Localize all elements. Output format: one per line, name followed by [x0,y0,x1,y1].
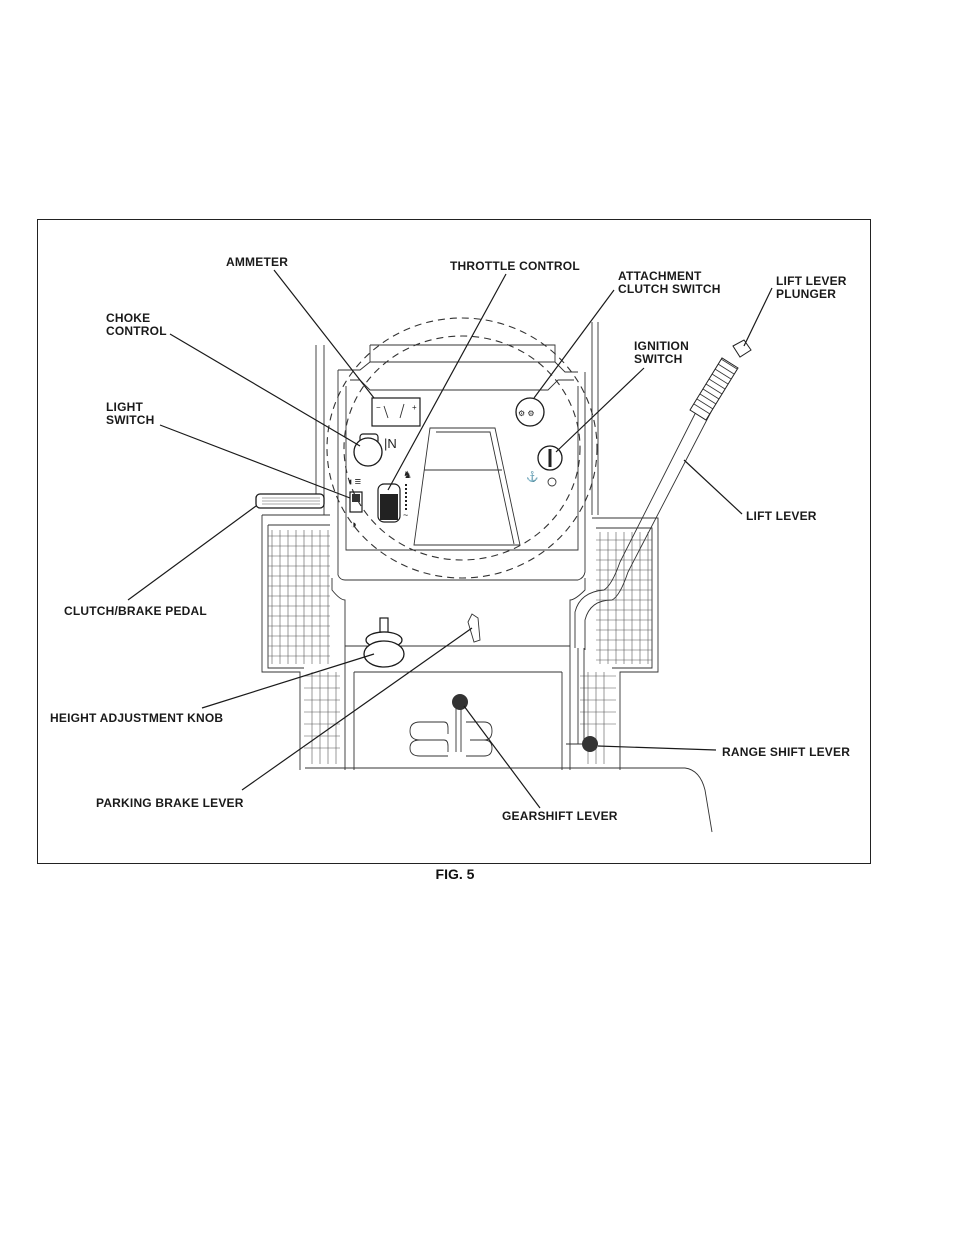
label-choke-control-line2: CONTROL [106,324,167,338]
label-height-adjustment-knob: HEIGHT ADJUSTMENT KNOB [50,711,223,725]
figure-caption-text: FIG. 5 [436,866,475,882]
label-attachment-clutch-switch-line2: CLUTCH SWITCH [618,282,721,296]
label-choke-control-line1: CHOKE [106,311,150,325]
label-ignition-switch-line1: IGNITION [634,339,689,353]
label-light-switch-line1: LIGHT [106,400,143,414]
label-ignition-switch-line2: SWITCH [634,352,683,366]
label-attachment-clutch-switch-line1: ATTACHMENT [618,269,702,283]
svg-text:♞: ♞ [403,470,412,481]
callout-labels: AMMETER THROTTLE CONTROL ATTACHMENT CLUT… [50,255,850,823]
svg-text:−: − [376,403,381,412]
label-light-switch-line2: SWITCH [106,413,155,427]
svg-text:◑: ◑ [350,519,357,531]
label-gearshift-lever: GEARSHIFT LEVER [502,809,618,823]
lift-lever [575,340,751,744]
gearshift-lever-assembly [410,694,492,756]
tractor-body [305,322,712,832]
svg-text:~: ~ [403,510,408,520]
label-lift-lever-plunger-line1: LIFT LEVER [776,274,847,288]
range-shift-knob [566,736,598,752]
svg-text:⚙ ⚙: ⚙ ⚙ [518,409,535,418]
choke-knob: |N [354,434,397,466]
height-adjustment-knob [364,618,404,667]
svg-text:⚓: ⚓ [526,470,538,483]
ammeter-gauge: − + [372,398,420,426]
right-fender [580,518,658,770]
svg-text:|N: |N [384,436,397,451]
left-fender [262,515,340,770]
label-parking-brake-lever: PARKING BRAKE LEVER [96,796,244,810]
figure-caption: FIG. 5 [0,866,954,882]
label-range-shift-lever: RANGE SHIFT LEVER [722,745,850,759]
svg-text:◐≡: ◐≡ [348,476,361,488]
parking-brake-lever [468,614,480,642]
svg-text:+: + [412,403,417,412]
clutch-brake-pedal [256,494,324,508]
label-lift-lever-plunger-line2: PLUNGER [776,287,836,301]
label-ammeter: AMMETER [226,255,288,269]
label-lift-lever: LIFT LEVER [746,509,817,523]
attachment-clutch-switch: ⚙ ⚙ [516,398,544,426]
label-clutch-brake-pedal: CLUTCH/BRAKE PEDAL [64,604,207,618]
label-throttle-control: THROTTLE CONTROL [450,259,580,273]
